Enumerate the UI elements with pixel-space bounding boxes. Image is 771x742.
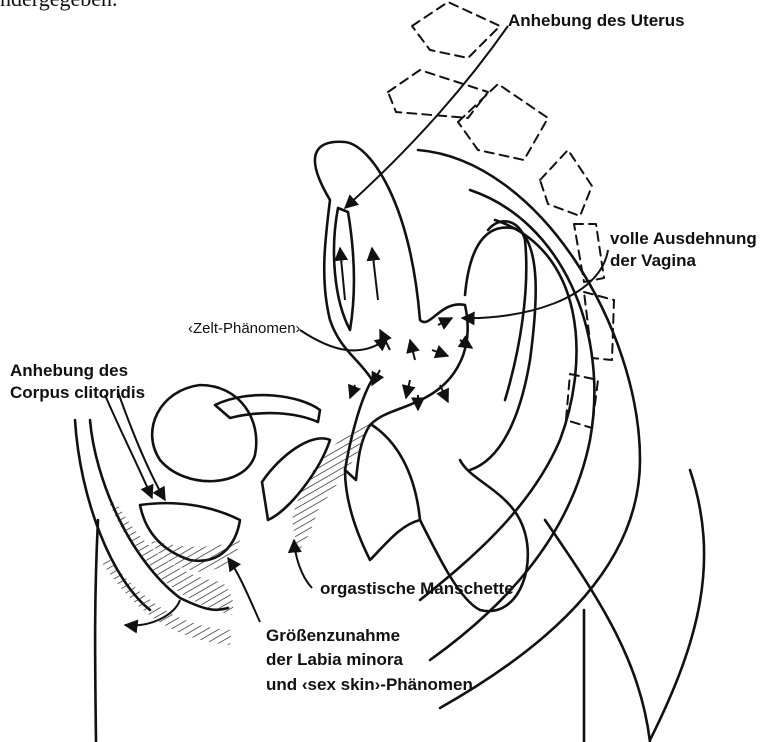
vertebra-1	[412, 2, 500, 58]
label-zelt: ‹Zelt-Phänomen›	[188, 318, 301, 339]
label-clitoris-line2: Corpus clitoridis	[10, 382, 145, 403]
bladder-fold	[215, 395, 320, 422]
vertebrae-dashed	[388, 2, 614, 428]
label-vagina-line1: volle Ausdehnung	[610, 228, 757, 249]
rectum-inner	[420, 220, 576, 600]
callout-arrows	[105, 26, 608, 625]
label-labia-line1: Größenzunahme	[266, 625, 400, 646]
arrow-labia	[228, 558, 260, 622]
label-labia-line2: der Labia minora	[266, 649, 403, 670]
vertebra-5	[574, 224, 604, 282]
label-labia-line3: und ‹sex skin›-Phänomen	[266, 674, 473, 695]
label-manschette: orgastische Manschette	[320, 578, 514, 599]
uterus-cavity	[334, 208, 354, 330]
label-vagina-line2: der Vagina	[610, 250, 696, 271]
arrow-clit-2	[118, 392, 165, 500]
sacrum-curve	[418, 150, 640, 708]
pubic-bone	[152, 385, 256, 481]
arrow-clit-1	[105, 395, 152, 498]
label-clitoris-line1: Anhebung des	[10, 360, 128, 381]
vertebra-2	[388, 70, 488, 118]
uterus-outline	[315, 142, 468, 480]
vertebra-3	[458, 84, 548, 160]
inner-fold-2	[488, 221, 526, 400]
body-contour-back	[545, 520, 650, 742]
leg-line-left	[95, 520, 98, 742]
vertebra-4	[540, 150, 592, 216]
arrow-uterus	[345, 26, 508, 208]
arrow-manschette	[294, 540, 312, 588]
label-uterus: Anhebung des Uterus	[508, 10, 685, 31]
body-contour-right	[650, 470, 704, 740]
tent-arrows	[340, 248, 472, 410]
